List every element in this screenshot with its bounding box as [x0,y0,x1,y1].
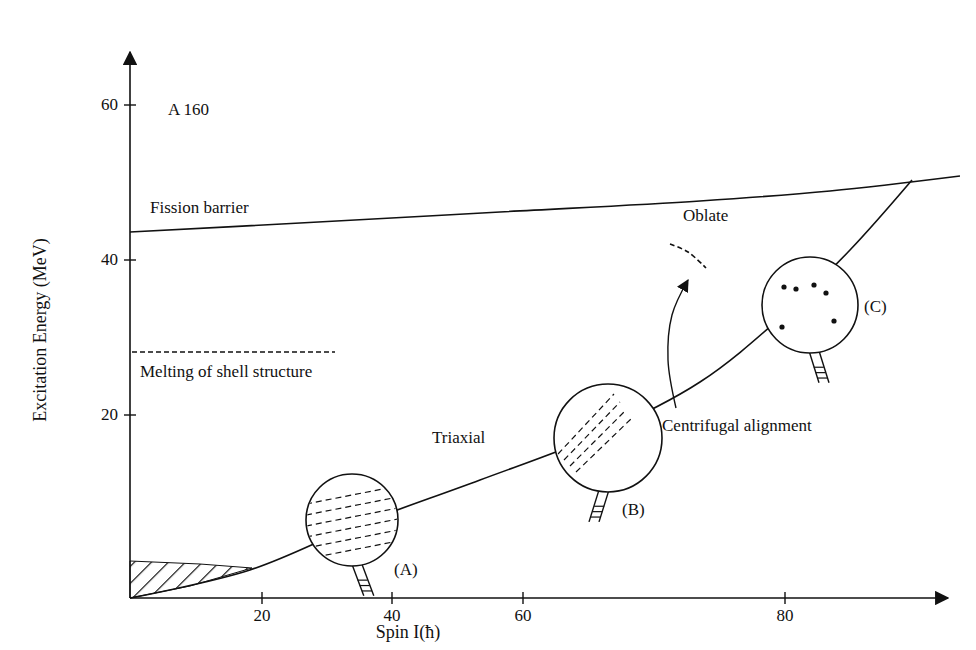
handle [352,564,374,596]
state-label: (B) [622,500,645,520]
x-tick [522,592,523,604]
region-label: Triaxial [432,428,485,448]
y-tick [124,414,136,415]
melting-line [132,351,335,352]
hatched-region [130,561,252,598]
state-label: (A) [394,560,418,580]
x-tick [261,592,262,604]
annotation: Centrifugal alignment [662,416,812,436]
curve-label: Fission barrier [150,198,249,218]
tick-label: 20 [101,405,118,425]
handle [589,490,609,522]
y-tick [124,259,136,260]
circle-outline [306,474,398,566]
tick-label: 60 [101,95,118,115]
curve-label: Melting of shell structure [140,362,312,382]
handle [809,351,829,383]
circle-outline [554,384,662,492]
orbit-marks [558,394,632,472]
x-tick [784,592,785,604]
yrast-curve [130,180,912,598]
circle-outline [762,257,858,353]
nucleus-circle: (C) [762,257,858,353]
fission-barrier-curve [130,176,960,232]
y-axis [129,52,131,598]
oblate-branch [670,244,706,268]
x-axis [130,597,948,599]
tick-label: 20 [254,606,271,626]
tick-label: 40 [101,250,118,270]
y-tick [124,104,136,105]
region-label: Oblate [683,206,728,226]
tick-label: 40 [384,606,401,626]
mass-label: A 160 [168,100,209,120]
nucleus-circle: (B) [554,384,662,492]
orbit-marks [779,282,836,329]
orbit-marks [306,486,398,559]
tick-label: 80 [777,606,794,626]
alignment-arrow [668,280,688,408]
x-tick [391,592,392,604]
tick-label: 60 [515,606,532,626]
axis-title: Excitation Energy (MeV) [30,238,50,422]
state-label: (C) [864,297,887,317]
nucleus-circle: (A) [306,474,398,566]
